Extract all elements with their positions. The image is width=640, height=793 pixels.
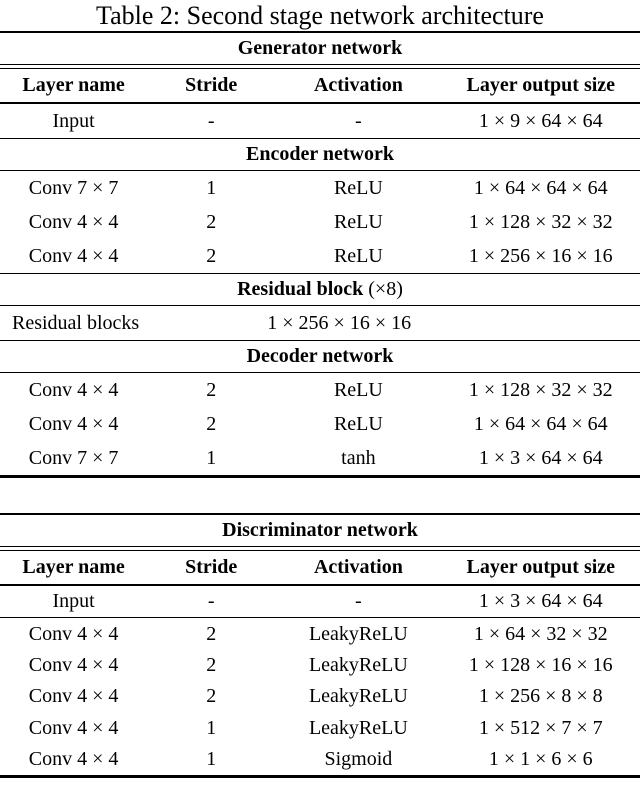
table-cell: 2 bbox=[206, 244, 217, 267]
table-cell: 2 bbox=[206, 412, 217, 435]
column-header: Stride bbox=[185, 74, 238, 96]
section-header-row: Residual block (×8) bbox=[0, 273, 640, 306]
table-cell: 1 × 9 × 64 × 64 bbox=[478, 109, 603, 132]
table-row: Input - - 1 × 3 × 64 × 64 bbox=[0, 586, 640, 619]
table-cell: Sigmoid bbox=[324, 748, 393, 771]
table-cell: - bbox=[207, 109, 215, 132]
table-row: Conv 4 × 4 2 ReLU 1 × 128 × 32 × 32 bbox=[0, 205, 640, 239]
table-cell: - bbox=[355, 590, 362, 613]
table-cell: ReLU bbox=[333, 210, 383, 233]
double-rule bbox=[0, 64, 640, 69]
table-cell: Conv 4 × 4 bbox=[28, 653, 119, 676]
table-cell: 1 × 3 × 64 × 64 bbox=[478, 446, 603, 469]
section-header-row: Decoder network bbox=[0, 340, 640, 373]
section-label: Encoder network bbox=[246, 143, 394, 165]
table-cell: Conv 7 × 7 bbox=[28, 446, 119, 469]
network-title: Generator network bbox=[237, 37, 403, 59]
table-cell: LeakyReLU bbox=[308, 716, 408, 739]
span-row-label: Residual blocks bbox=[12, 311, 140, 334]
table-cell: Conv 4 × 4 bbox=[28, 622, 119, 645]
table-cell: 1 × 1 × 6 × 6 bbox=[488, 748, 593, 771]
table-cell: Input bbox=[52, 590, 95, 613]
column-header: Layer name bbox=[22, 74, 125, 96]
table-cell: - bbox=[207, 590, 215, 613]
table-cell: LeakyReLU bbox=[308, 653, 408, 676]
column-header: Layer output size bbox=[466, 556, 616, 578]
table-cell: 2 bbox=[206, 685, 217, 708]
table-cell: 1 × 3 × 64 × 64 bbox=[478, 590, 603, 613]
network-title: Discriminator network bbox=[222, 519, 418, 541]
section-header-row: Encoder network bbox=[0, 138, 640, 171]
table-cell: 1 bbox=[206, 716, 217, 739]
table-cell: Conv 4 × 4 bbox=[28, 685, 119, 708]
table-row: Conv 4 × 4 1 LeakyReLU 1 × 512 × 7 × 7 bbox=[0, 713, 640, 744]
table-cell: 1 × 128 × 16 × 16 bbox=[468, 653, 613, 676]
table-row: Conv 4 × 4 2 LeakyReLU 1 × 128 × 16 × 16 bbox=[0, 650, 640, 681]
table-cell: 2 bbox=[206, 653, 217, 676]
table-cell: tanh bbox=[341, 446, 376, 469]
table-cell: 1 × 256 × 8 × 8 bbox=[478, 685, 603, 708]
table-gap bbox=[0, 478, 640, 513]
table-cell: Conv 4 × 4 bbox=[28, 210, 119, 233]
span-row-value: 1 × 256 × 16 × 16 bbox=[267, 311, 412, 334]
table-cell: Conv 7 × 7 bbox=[28, 176, 119, 199]
table-cell: Input bbox=[52, 109, 95, 132]
table-row: Conv 4 × 4 2 ReLU 1 × 256 × 16 × 16 bbox=[0, 239, 640, 273]
column-header: Layer output size bbox=[466, 74, 616, 96]
column-header: Activation bbox=[313, 74, 403, 96]
table-row: Conv 4 × 4 2 ReLU 1 × 128 × 32 × 32 bbox=[0, 373, 640, 407]
column-header: Stride bbox=[185, 556, 238, 578]
residual-span-row: Residual blocks 1 × 256 × 16 × 16 bbox=[0, 306, 640, 340]
column-header-row: Layer name Stride Activation Layer output s… bbox=[0, 551, 640, 586]
table-cell: ReLU bbox=[333, 244, 383, 267]
table-cell: 1 × 64 × 32 × 32 bbox=[473, 622, 608, 645]
table-row: Conv 4 × 4 2 LeakyReLU 1 × 256 × 8 × 8 bbox=[0, 681, 640, 712]
section-label: Residual block bbox=[237, 278, 364, 300]
table-row: Conv 7 × 7 1 tanh 1 × 3 × 64 × 64 bbox=[0, 441, 640, 475]
table-cell: 1 × 64 × 64 × 64 bbox=[473, 412, 608, 435]
table-cell: LeakyReLU bbox=[308, 685, 408, 708]
column-header: Activation bbox=[313, 556, 403, 578]
table-cell: - bbox=[355, 109, 362, 132]
table-cell: Conv 4 × 4 bbox=[28, 716, 119, 739]
table-cell: 1 × 512 × 7 × 7 bbox=[478, 716, 603, 739]
table-cell: Conv 4 × 4 bbox=[28, 378, 119, 401]
table-row: Conv 4 × 4 2 LeakyReLU 1 × 64 × 32 × 32 bbox=[0, 618, 640, 649]
table-cell: ReLU bbox=[333, 176, 383, 199]
table-cell: 1 × 128 × 32 × 32 bbox=[468, 378, 613, 401]
section-label: Decoder network bbox=[246, 345, 394, 367]
column-header: Layer name bbox=[22, 556, 125, 578]
table-cell: 1 × 64 × 64 × 64 bbox=[473, 176, 608, 199]
table-caption: Table 2: Second stage network architectu… bbox=[96, 1, 544, 30]
table-cell: 2 bbox=[206, 210, 217, 233]
column-header-row: Layer name Stride Activation Layer output s… bbox=[0, 69, 640, 104]
table-cell: ReLU bbox=[333, 412, 383, 435]
table-cell: ReLU bbox=[333, 378, 383, 401]
table-cell: Conv 4 × 4 bbox=[28, 412, 119, 435]
table-row: Input - - 1 × 9 × 64 × 64 bbox=[0, 104, 640, 138]
table-cell: 2 bbox=[206, 378, 217, 401]
table-cell: 1 × 256 × 16 × 16 bbox=[468, 244, 613, 267]
table-cell: 1 bbox=[206, 176, 217, 199]
table-row: Conv 4 × 4 2 ReLU 1 × 64 × 64 × 64 bbox=[0, 407, 640, 441]
table-cell: 1 bbox=[206, 446, 217, 469]
table-cell: Conv 4 × 4 bbox=[28, 244, 119, 267]
table-cell: 2 bbox=[206, 622, 217, 645]
table-cell: Conv 4 × 4 bbox=[28, 748, 119, 771]
section-label-suffix: (×8) bbox=[363, 278, 403, 300]
double-rule bbox=[0, 546, 640, 551]
table-row: Conv 7 × 7 1 ReLU 1 × 64 × 64 × 64 bbox=[0, 171, 640, 205]
table-cell: 1 bbox=[206, 748, 217, 771]
table-cell: LeakyReLU bbox=[308, 622, 408, 645]
table-cell: 1 × 128 × 32 × 32 bbox=[468, 210, 613, 233]
table-row: Conv 4 × 4 1 Sigmoid 1 × 1 × 6 × 6 bbox=[0, 744, 640, 775]
